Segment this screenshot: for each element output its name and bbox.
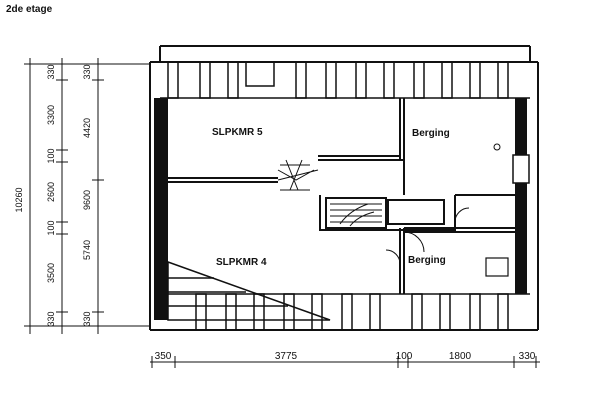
dim-inner-3: 5740: [82, 240, 92, 260]
dim-total-height: 10260: [14, 187, 24, 212]
dim-bottom-2: 100: [396, 351, 413, 362]
interior-walls: [168, 98, 515, 294]
dim-bottom-4: 330: [519, 351, 536, 362]
door-swings: [385, 207, 470, 265]
ventilation-unit: [493, 143, 501, 151]
room-label-slpkmr4: SLPKMR 4: [216, 257, 267, 268]
dim-inner-0: 330: [82, 64, 92, 79]
wall-left: [154, 98, 168, 320]
dim-mid-0: 330: [46, 64, 56, 79]
dim-mid-1: 3300: [46, 105, 56, 125]
boiler: [485, 257, 509, 277]
dim-bottom-3: 1800: [449, 351, 472, 362]
dim-inner-4: 330: [82, 311, 92, 326]
roof-slope: [167, 260, 331, 321]
dim-mid-2: 100: [46, 148, 56, 163]
dimension-line-bottom: [150, 356, 540, 368]
dim-bottom-1: 3775: [275, 351, 298, 362]
dim-mid-5: 3500: [46, 263, 56, 283]
wall-right: [515, 98, 527, 294]
floor-title: 2de etage: [6, 4, 53, 15]
rafters-bottom: [160, 293, 530, 330]
outer-walls: [149, 45, 539, 331]
room-label-berging-bottom: Berging: [408, 255, 446, 266]
rafters-top: [160, 62, 530, 99]
dimension-lines-left: [24, 58, 150, 334]
dim-mid-3: 2600: [46, 182, 56, 202]
dim-bottom-0: 350: [155, 351, 172, 362]
room-label-berging-top: Berging: [412, 128, 450, 139]
stairs: [277, 159, 382, 227]
room-label-slpkmr5: SLPKMR 5: [212, 127, 263, 138]
dim-inner-1: 4420: [82, 118, 92, 138]
dim-mid-4: 100: [46, 220, 56, 235]
dim-inner-2: 9600: [82, 190, 92, 210]
dim-mid-6: 330: [46, 311, 56, 326]
